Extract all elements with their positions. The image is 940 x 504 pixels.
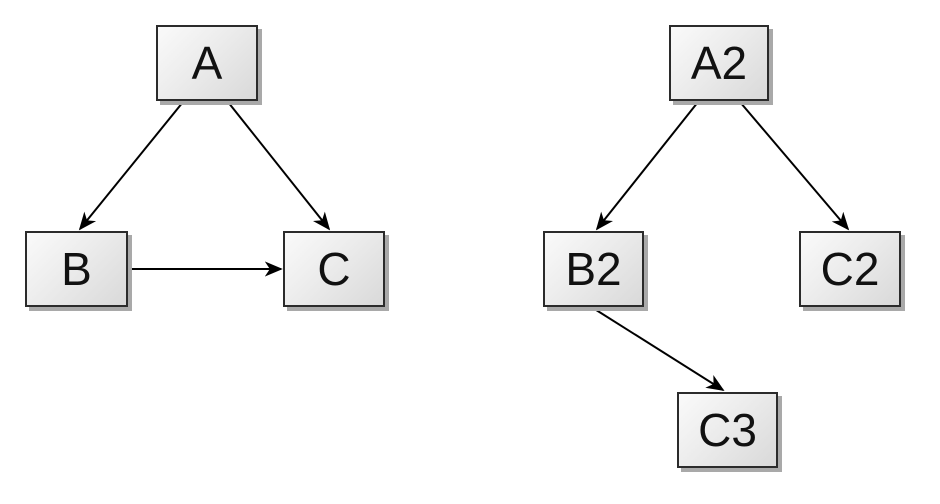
node-C3[interactable]: C3 [677,392,778,468]
node-B2[interactable]: B2 [543,231,644,307]
node-C[interactable]: C [283,231,385,307]
node-C3-label: C3 [698,404,757,456]
node-A2[interactable]: A2 [669,25,769,101]
node-C-label: C [317,243,351,295]
edge-A-B[interactable] [78,101,184,231]
node-A2-label: A2 [690,37,748,89]
edge-A2-C2[interactable] [739,101,850,231]
node-B2-label: B2 [565,243,622,295]
edge-A2-B2[interactable] [595,101,699,231]
node-B[interactable]: B [25,231,128,307]
node-C2-label: C2 [820,243,880,295]
node-C2[interactable]: C2 [799,231,901,307]
edge-B2-C3[interactable] [592,307,725,391]
node-B-label: B [61,243,92,295]
edge-A-C[interactable] [227,101,331,231]
node-A-label: A [191,37,223,89]
node-A[interactable]: A [156,25,258,101]
